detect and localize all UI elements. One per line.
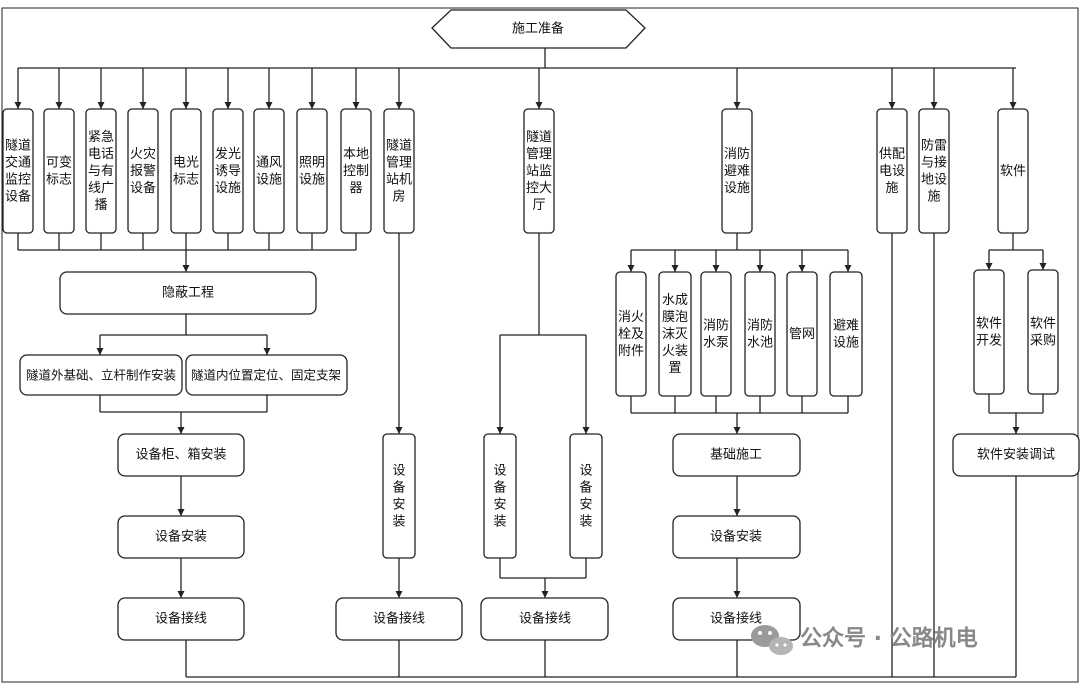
node-pipe-label: 管网	[789, 327, 815, 342]
node-b-equip-wiring	[335, 597, 463, 641]
node-d-equip-wiring-label: 设备接线	[710, 611, 762, 627]
node-foam	[658, 271, 692, 397]
node-software-purchase	[1027, 269, 1059, 395]
level1-nodes: 隧道交通监控设备 可变标志 紧急电话与有线广播 火灾报警设备 电光标志 发光诱导…	[2, 108, 1029, 234]
node-fire-evac	[721, 108, 753, 234]
node-inside-positioning	[185, 354, 348, 396]
node-software-dev	[973, 269, 1005, 395]
node-ventilation	[253, 108, 285, 234]
node-pipe	[786, 271, 818, 397]
node-b-equip-install	[382, 433, 416, 559]
node-pool	[744, 271, 776, 397]
watermark: 公众号 · 公路机电	[751, 625, 978, 655]
node-c-install-left	[483, 433, 517, 559]
node-software-label: 软件	[1000, 164, 1026, 179]
node-lighting	[296, 108, 328, 234]
node-a-equip-wiring-label: 设备接线	[155, 611, 207, 627]
node-variable-sign-label: 可变标志	[46, 154, 72, 187]
node-software-dev-label: 软件开发	[976, 316, 1002, 348]
group-software: 软件开发 软件采购 软件安装调试	[952, 269, 1080, 477]
node-a-equip-wiring	[117, 597, 245, 641]
node-emergency-phone	[85, 108, 117, 234]
node-outside-foundation	[19, 354, 183, 396]
node-b-equip-wiring-label: 设备接线	[373, 611, 425, 627]
node-hydrant-label: 消火栓及附件	[618, 310, 644, 359]
node-tunnel-traffic-label: 隧道交通监控设备	[5, 137, 31, 204]
node-foundation	[672, 433, 801, 477]
node-software-debug	[952, 433, 1080, 477]
node-c-install-right	[569, 433, 603, 559]
node-outside-foundation-label: 隧道外基础、立杆制作安装	[26, 368, 176, 383]
node-software	[997, 108, 1029, 234]
node-root-label: 施工准备	[512, 21, 564, 37]
node-concealed	[59, 271, 317, 315]
node-local-controller	[340, 108, 372, 234]
watermark-text: 公众号 · 公路机电	[800, 626, 978, 652]
node-c-equip-wiring-label: 设备接线	[519, 611, 571, 627]
node-emergency-phone-label: 紧急电话与有线广播	[88, 130, 114, 213]
node-inside-positioning-label: 隧道内位置定位、固定支架	[191, 368, 341, 383]
node-foundation-label: 基础施工	[710, 448, 762, 463]
node-power-supply-label: 供配电设施	[879, 147, 905, 196]
connectors	[14, 48, 1047, 678]
node-cabinet-install	[117, 433, 245, 477]
group-mgmt-room: 设备安装 设备接线	[335, 433, 463, 641]
node-c-install-left-label: 设备安装	[493, 463, 506, 529]
node-pump-label: 消防水泵	[703, 317, 729, 350]
node-lightning-label: 防雷与接地设施	[921, 137, 947, 204]
node-monitor-hall	[523, 108, 555, 234]
node-cabinet-install-label: 设备柜、箱安装	[135, 447, 226, 463]
node-fire-alarm-label: 火灾报警设备	[130, 146, 156, 196]
node-evac	[829, 271, 863, 397]
node-hydrant	[615, 271, 647, 397]
node-lightning	[918, 108, 950, 234]
node-power-supply	[876, 108, 908, 234]
node-concealed-label: 隐蔽工程	[162, 286, 214, 301]
wechat-icon	[751, 625, 793, 655]
node-foam-label: 水成膜泡沫灭火装置	[662, 293, 688, 376]
node-d-equip-install-label: 设备安装	[710, 529, 762, 545]
node-electric-sign-label: 电光标志	[173, 155, 199, 187]
diagram-border	[1, 7, 1079, 683]
group-tunnel-devices: 隐蔽工程 隧道外基础、立杆制作安装 隧道内位置定位、固定支架 设备柜、箱安装 设…	[19, 271, 348, 641]
node-lighting-label: 照明设施	[299, 155, 325, 187]
node-evac-label: 避难设施	[833, 318, 859, 350]
node-mgmt-room	[383, 108, 415, 234]
node-fire-alarm	[127, 108, 159, 234]
node-monitor-hall-label: 隧道管理站监控大厅	[526, 129, 552, 213]
node-pump	[700, 271, 732, 397]
node-variable-sign	[43, 108, 75, 234]
node-c-install-right-label: 设备安装	[579, 463, 592, 529]
node-software-purchase-label: 软件采购	[1030, 316, 1056, 348]
node-local-controller-label: 本地控制器	[343, 147, 369, 196]
node-d-equip-install	[672, 515, 801, 559]
node-root	[431, 9, 646, 49]
group-monitor-hall: 设备安装 设备安装 设备接线	[480, 433, 609, 641]
node-pool-label: 消防水池	[747, 317, 773, 350]
node-a-equip-install-label: 设备安装	[155, 529, 207, 545]
node-software-debug-label: 软件安装调试	[977, 448, 1055, 463]
node-light-guide	[212, 108, 244, 234]
node-electric-sign	[170, 108, 202, 234]
node-b-equip-install-label: 设备安装	[392, 463, 405, 529]
group-fire-evac: 消火栓及附件 水成膜泡沫灭火装置 消防水泵 消防水池 管网 避难设施 基础施工 …	[615, 271, 863, 641]
node-c-equip-wiring	[480, 597, 609, 641]
node-tunnel-traffic	[2, 108, 34, 234]
node-a-equip-install	[117, 515, 245, 559]
node-light-guide-label: 发光诱导设施	[215, 146, 241, 196]
node-ventilation-label: 通风设施	[256, 155, 282, 187]
node-fire-evac-label: 消防避难设施	[724, 146, 750, 196]
node-mgmt-room-label: 隧道管理站机房	[386, 137, 412, 204]
